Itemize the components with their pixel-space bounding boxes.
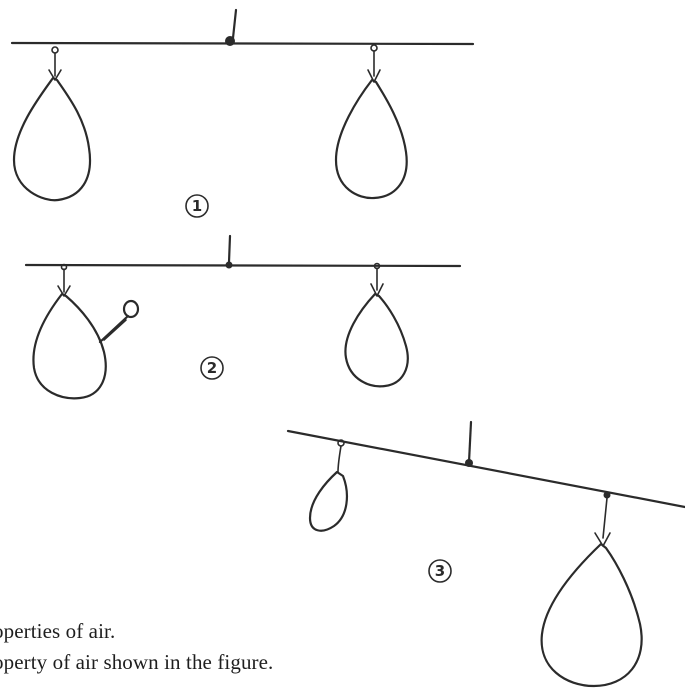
figure-1-rod bbox=[10, 41, 475, 46]
figure-3-number: 3 bbox=[435, 562, 445, 580]
figure-1-pivot bbox=[225, 36, 235, 46]
figure-1-number: 1 bbox=[192, 197, 202, 215]
figure-2-number: 2 bbox=[207, 359, 217, 377]
figure-2-marker: 2 bbox=[200, 356, 224, 380]
figure-1-balanced: 1 bbox=[10, 8, 475, 218]
figure-3-rod bbox=[286, 429, 685, 509]
figure-3-suspension-string bbox=[467, 420, 473, 464]
figure-2-pivot bbox=[225, 261, 233, 269]
caption-line-2: operty of air shown in the figure. bbox=[0, 650, 274, 674]
figure-2-left-balloon bbox=[32, 263, 107, 400]
caption-line-1: operties of air. bbox=[0, 619, 116, 643]
figure-3-marker: 3 bbox=[428, 559, 452, 583]
figure-3-pivot bbox=[465, 459, 473, 467]
figure-1-suspension-string bbox=[231, 8, 238, 40]
figure-3-left-deflated-balloon bbox=[308, 439, 349, 532]
figure-2-suspension-string bbox=[227, 234, 232, 264]
figure-2-rod bbox=[24, 263, 462, 268]
figure-2-right-balloon bbox=[344, 262, 409, 388]
figure-2-pin: 2 bbox=[24, 234, 462, 400]
figure-1-marker: 1 bbox=[185, 194, 209, 218]
figure-1-right-balloon bbox=[334, 44, 408, 200]
pin-icon bbox=[98, 299, 140, 344]
figure-3-tilted: 3 bbox=[286, 420, 685, 688]
figure-3-right-balloon bbox=[540, 491, 643, 688]
figure-1-left-balloon bbox=[12, 46, 92, 202]
